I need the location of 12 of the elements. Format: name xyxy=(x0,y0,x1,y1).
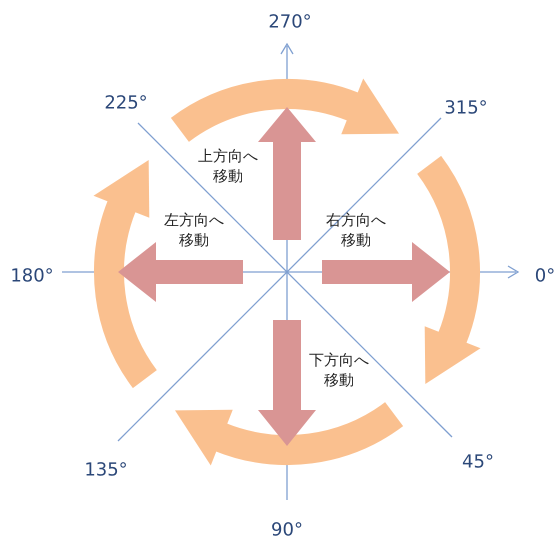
angle-label: 270° xyxy=(268,12,312,32)
angle-label: 45° xyxy=(462,452,494,472)
angle-label: 180° xyxy=(10,266,54,286)
direction-label: 上方向へ移動 xyxy=(197,146,259,186)
direction-label: 下方向へ移動 xyxy=(308,350,370,390)
direction-label: 左方向へ移動 xyxy=(163,210,225,250)
angle-label: 90° xyxy=(271,520,303,540)
angle-label: 315° xyxy=(444,98,488,118)
direction-label: 右方向へ移動 xyxy=(325,210,387,250)
angle-label: 0° xyxy=(534,266,556,286)
angle-label: 135° xyxy=(84,460,128,480)
angle-label: 225° xyxy=(104,92,148,114)
